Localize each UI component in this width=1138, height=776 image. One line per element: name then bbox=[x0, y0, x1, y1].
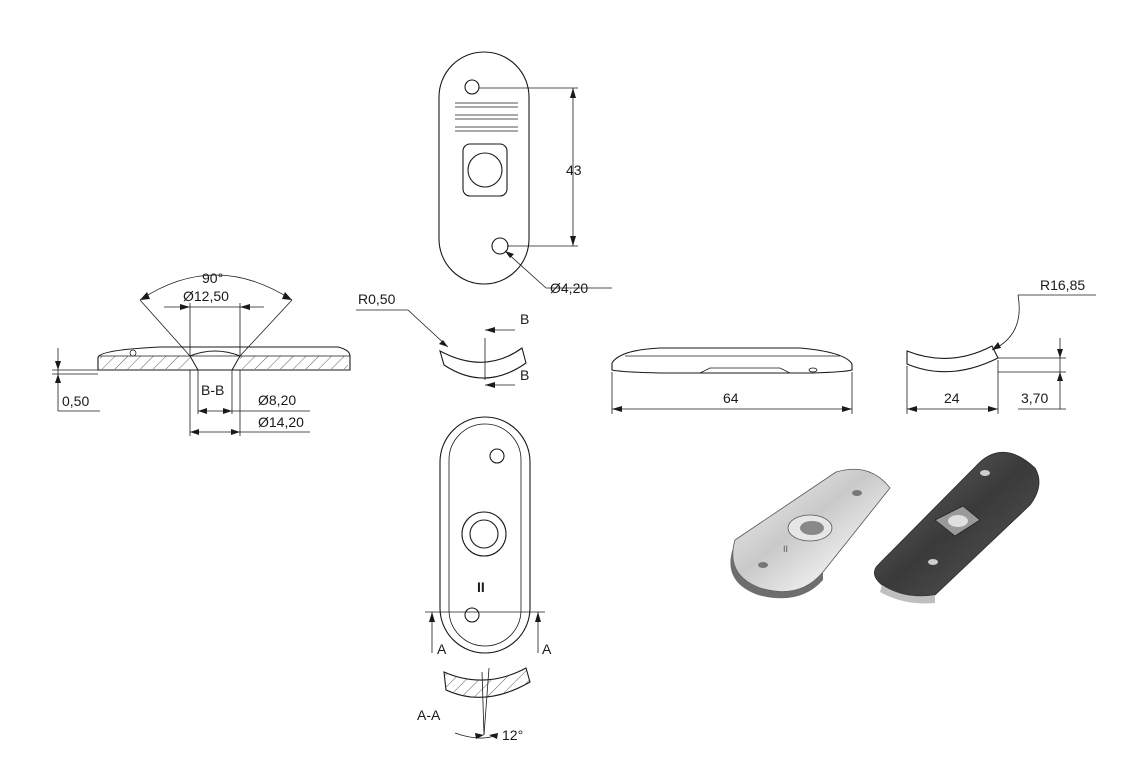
dim-43-label: 43 bbox=[566, 162, 582, 178]
dim-8-20-label: Ø8,20 bbox=[258, 392, 296, 408]
iso-dark-hole-upper bbox=[980, 470, 990, 476]
dim-outer-diameter: Ø14,20 bbox=[189, 370, 310, 436]
countersink bbox=[189, 350, 241, 371]
dim-countersink-diameter: Ø12,50 bbox=[164, 288, 264, 356]
dim-12-50-label: Ø12,50 bbox=[183, 288, 229, 304]
end-view: R16,85 24 3,70 bbox=[906, 277, 1096, 414]
small-hole-section bbox=[129, 349, 137, 357]
dim-curve-radius: R16,85 bbox=[991, 277, 1096, 351]
top-view: 43 Ø4,20 bbox=[438, 51, 612, 296]
side-hole bbox=[808, 367, 818, 373]
section-b-b-view: 90° Ø12,50 0,50 B-B bbox=[52, 270, 351, 436]
section-hatch-right bbox=[240, 356, 348, 369]
section-a-a-view: 12° A-A bbox=[417, 667, 531, 743]
dim-4-20-label: Ø4,20 bbox=[550, 280, 588, 296]
iso-view-dark bbox=[874, 451, 1040, 604]
dim-hole-spacing: 43 bbox=[479, 87, 582, 247]
iso-metal-hole-lower bbox=[758, 562, 768, 568]
dim-bore-diameter: B-B Ø8,20 bbox=[197, 370, 310, 414]
bottom-bore-inner bbox=[469, 519, 499, 549]
dim-length: 64 bbox=[611, 372, 853, 414]
bottom-lower-hole bbox=[464, 607, 480, 623]
iso-metal-marking: II bbox=[783, 544, 788, 554]
end-profile bbox=[906, 345, 999, 373]
dim-hole-diameter: Ø4,20 bbox=[504, 250, 612, 296]
dim-width: 24 bbox=[906, 360, 999, 414]
dim-section-angle: 12° A-A bbox=[417, 707, 523, 743]
dim-edge-radius: R0,50 bbox=[356, 291, 449, 348]
b-marker-bottom: B bbox=[520, 367, 529, 383]
dim-0-50-label: 0,50 bbox=[62, 393, 89, 409]
dim-3-70-label: 3,70 bbox=[1021, 390, 1048, 406]
curved-profile-view: B B R0,50 bbox=[356, 291, 529, 388]
dim-r16-85-label: R16,85 bbox=[1040, 277, 1085, 293]
dim-64-label: 64 bbox=[723, 390, 739, 406]
grip-lines bbox=[455, 102, 518, 132]
bottom-view: II A A bbox=[425, 416, 552, 657]
dim-14-20-label: Ø14,20 bbox=[258, 414, 304, 430]
side-view: 64 bbox=[611, 347, 853, 414]
section-a-a-label: A-A bbox=[417, 707, 441, 723]
plate-inner-rim bbox=[448, 423, 522, 647]
dim-edge-offset: 0,50 bbox=[52, 348, 100, 412]
a-section-markers: A A bbox=[429, 612, 552, 657]
dim-12-label: 12° bbox=[502, 727, 523, 743]
center-bore bbox=[467, 152, 503, 188]
b-section-markers: B B bbox=[485, 311, 529, 388]
dim-24-label: 24 bbox=[944, 390, 960, 406]
a-marker-right: A bbox=[542, 641, 552, 657]
iso-dark-hole-lower bbox=[928, 559, 938, 565]
section-a-a-hatch bbox=[444, 668, 530, 698]
dim-90-label: 90° bbox=[202, 270, 223, 286]
curved-profile bbox=[439, 347, 527, 379]
dim-r0-50-label: R0,50 bbox=[358, 291, 396, 307]
upper-hole bbox=[464, 79, 480, 95]
iso-metal-hole-upper bbox=[852, 490, 862, 496]
part-marking: II bbox=[477, 579, 485, 595]
bottom-upper-hole bbox=[489, 448, 505, 464]
side-profile bbox=[611, 347, 853, 374]
a-marker-left: A bbox=[437, 641, 447, 657]
dim-countersink-angle: 90° bbox=[139, 270, 293, 357]
b-marker-top: B bbox=[520, 311, 529, 327]
iso-view-metal: II bbox=[730, 468, 891, 599]
section-hatch-left bbox=[100, 356, 190, 369]
section-b-b-label: B-B bbox=[201, 382, 224, 398]
dim-thickness: 3,70 bbox=[998, 338, 1066, 410]
